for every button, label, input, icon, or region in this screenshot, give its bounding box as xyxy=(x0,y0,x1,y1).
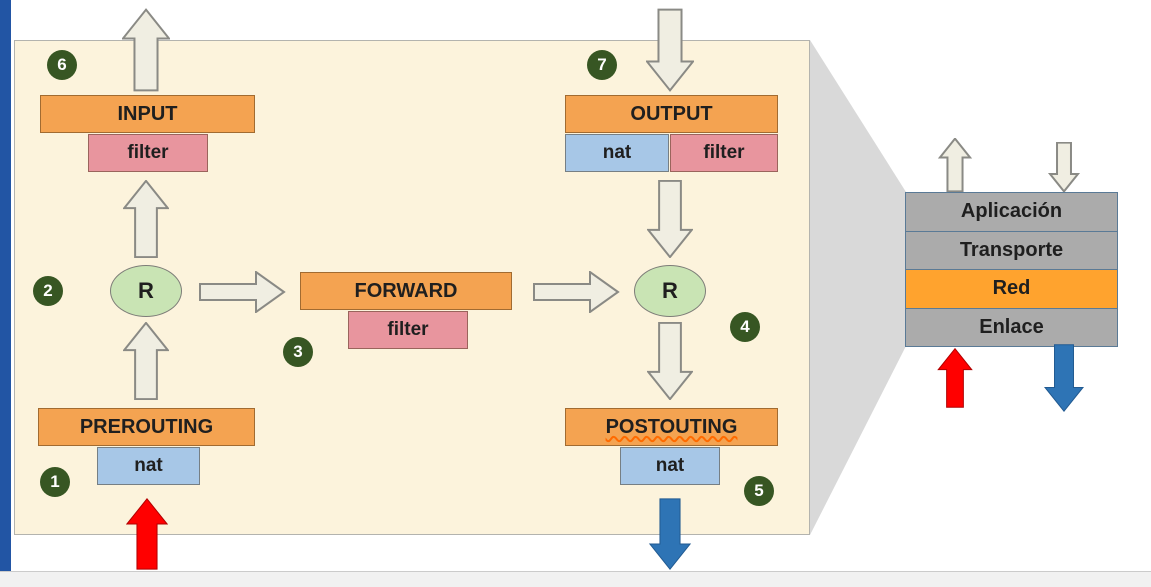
arrow-down-r2-to-postrouting-icon xyxy=(647,322,693,400)
step-badge-1: 1 xyxy=(40,467,70,497)
step-badge-4: 4 xyxy=(730,312,760,342)
arrow-up-prerouting-to-r1-icon xyxy=(123,322,169,400)
arrow-up-r1-to-input-icon xyxy=(123,180,169,258)
layer-aplicacion: Aplicación xyxy=(906,193,1117,232)
step-badge-5: 5 xyxy=(744,476,774,506)
layer-red: Red xyxy=(906,270,1117,309)
input-filter-table-label: filter xyxy=(127,142,169,163)
step-badge-3: 3 xyxy=(283,337,313,367)
prerouting-chain-box: PREROUTING xyxy=(38,408,255,446)
postrouting-nat-table-label: nat xyxy=(655,455,685,476)
layer-transporte: Transporte xyxy=(906,231,1117,270)
postrouting-chain-label: POSTOUTING xyxy=(605,415,738,438)
outgoing-packet-arrow-icon xyxy=(648,498,692,570)
forward-chain-box: FORWARD xyxy=(300,272,512,310)
arrow-down-output-to-r2-icon xyxy=(647,180,693,258)
arrow-right-forward-to-r2-icon xyxy=(532,271,620,313)
layer-aplicacion-label: Aplicación xyxy=(960,200,1063,223)
arrow-right-r1-to-forward-icon xyxy=(198,271,286,313)
protocol-stack: Aplicación Transporte Red Enlace xyxy=(905,192,1118,347)
layer-enlace-label: Enlace xyxy=(979,315,1044,338)
routing-decision-right: R xyxy=(634,265,706,317)
prerouting-nat-table-label: nat xyxy=(134,455,163,476)
routing-decision-right-label: R xyxy=(662,278,678,303)
incoming-packet-arrow-icon xyxy=(126,498,168,570)
postrouting-chain-box: POSTOUTING xyxy=(565,408,778,446)
forward-chain-label: FORWARD xyxy=(354,279,458,302)
arrow-down-enter-output-icon xyxy=(646,8,694,92)
input-chain-label: INPUT xyxy=(117,102,178,125)
output-chain-box: OUTPUT xyxy=(565,95,778,133)
stack-outgoing-packet-arrow-icon xyxy=(1043,344,1085,412)
input-filter-table-box: filter xyxy=(88,134,208,172)
stack-arrow-up-icon xyxy=(934,138,976,192)
stack-incoming-packet-arrow-icon xyxy=(935,348,975,408)
routing-decision-left: R xyxy=(110,265,182,317)
output-nat-table-box: nat xyxy=(565,134,669,172)
step-badge-2: 2 xyxy=(33,276,63,306)
stack-arrow-down-icon xyxy=(1044,142,1084,192)
slide-bottom-strip xyxy=(0,571,1151,587)
slide-accent-bar xyxy=(0,0,11,571)
prerouting-nat-table-box: nat xyxy=(97,447,200,485)
forward-filter-table-label: filter xyxy=(387,319,429,340)
prerouting-chain-label: PREROUTING xyxy=(79,415,214,438)
layer-red-label: Red xyxy=(992,277,1031,300)
postrouting-nat-table-box: nat xyxy=(620,447,720,485)
output-chain-label: OUTPUT xyxy=(630,102,713,125)
step-badge-7: 7 xyxy=(587,50,617,80)
layer-enlace: Enlace xyxy=(906,308,1117,346)
output-filter-table-box: filter xyxy=(670,134,778,172)
output-filter-table-label: filter xyxy=(703,142,745,163)
forward-filter-table-box: filter xyxy=(348,311,468,349)
routing-decision-left-label: R xyxy=(138,278,154,303)
arrow-up-exit-input-icon xyxy=(122,8,170,92)
step-badge-6: 6 xyxy=(47,50,77,80)
output-nat-table-label: nat xyxy=(602,142,632,163)
zoom-callout-wedge xyxy=(810,40,906,535)
layer-transporte-label: Transporte xyxy=(959,238,1064,261)
input-chain-box: INPUT xyxy=(40,95,255,133)
